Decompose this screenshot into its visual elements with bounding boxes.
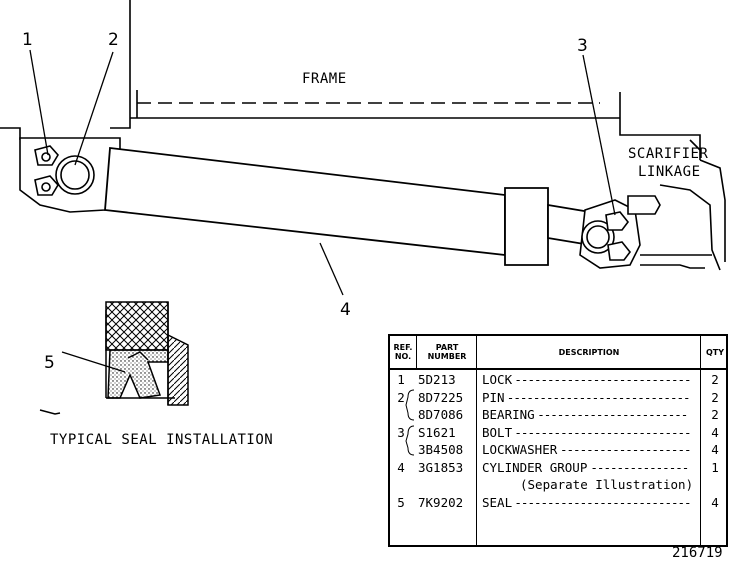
qty-cell: 4 — [711, 442, 719, 457]
header-description: DESCRIPTION — [558, 347, 620, 357]
cylinder-barrel — [104, 146, 591, 266]
description-cell: CYLINDER GROUP — [482, 459, 588, 475]
col-divider — [416, 336, 417, 368]
header-qty: QTY — [705, 347, 725, 357]
part-number-cell: 3B4508 — [418, 442, 464, 457]
ref-no-cell: 3 — [397, 424, 405, 440]
table-header: REF. NO. PART NUMBER DESCRIPTION QTY — [390, 336, 726, 370]
description-cell: BEARING — [482, 407, 535, 422]
table-row: (Separate Illustration) — [390, 477, 726, 494]
seal-detail — [39, 301, 189, 415]
leader-dots: --------------------------- — [514, 372, 691, 387]
right-clevis — [579, 199, 641, 269]
leader-dots: ---------------------------- — [506, 389, 691, 405]
table-row: 8D7086 BEARING----------------------- 2 — [390, 407, 726, 424]
table-row: 4 3G1853 CYLINDER GROUP--------------- 1 — [390, 460, 726, 477]
callout-2: 2 — [108, 30, 119, 50]
scarifier-label-line1: SCARIFIER — [628, 146, 709, 162]
part-number-cell: S1621 — [418, 424, 456, 440]
qty-cell: 1 — [711, 459, 719, 475]
frame-structure — [0, 0, 701, 160]
leader-dots: --------------------------- — [514, 494, 691, 510]
description-cell: SEAL — [482, 494, 513, 510]
part-number-cell: 3G1853 — [418, 459, 464, 475]
frame-label: FRAME — [302, 71, 347, 87]
qty-cell: 2 — [711, 372, 719, 387]
ref-no-cell: 1 — [397, 372, 405, 387]
table-row: 3B4508 LOCKWASHER-------------------- 4 — [390, 442, 726, 459]
table-row: 3 S1621 BOLT--------------------------- 4 — [390, 425, 726, 442]
leader-dots: -------------------- — [560, 442, 692, 457]
callout-5: 5 — [44, 353, 55, 373]
description-cell: LOCKWASHER — [482, 442, 558, 457]
ref-no-cell: 4 — [397, 459, 405, 475]
description-cell: PIN — [482, 389, 505, 405]
description-cell: BOLT — [482, 424, 513, 440]
qty-cell: 2 — [711, 407, 719, 422]
qty-cell: 2 — [711, 389, 719, 405]
description-cell: (Separate Illustration) — [520, 477, 694, 492]
callout-1: 1 — [22, 30, 33, 50]
scarifier-label-line2: LINKAGE — [638, 164, 701, 180]
ref-no-cell: 2 — [397, 389, 405, 405]
qty-cell: 4 — [711, 424, 719, 440]
part-number-cell: 5D213 — [418, 372, 456, 387]
table-row: 5 7K9202 SEAL--------------------------- 4 — [390, 495, 726, 512]
scarifier-linkage — [627, 159, 726, 271]
ref-brackets — [405, 389, 415, 456]
qty-cell: 4 — [711, 494, 719, 510]
description-cell: LOCK — [482, 372, 513, 387]
part-number-cell: 8D7086 — [418, 407, 464, 422]
table-row: 1 5D213 LOCK--------------------------- 2 — [390, 372, 726, 389]
leader-dots: --------------- — [590, 459, 689, 475]
col-divider — [700, 336, 701, 545]
leader-dots: --------------------------- — [514, 424, 691, 440]
left-clevis — [19, 137, 121, 213]
figure-number: 216719 — [672, 545, 723, 561]
ref-no-cell: 5 — [397, 494, 405, 510]
part-number-cell: 8D7225 — [418, 389, 464, 405]
leader-dots: ----------------------- — [537, 407, 688, 422]
col-divider — [476, 336, 477, 545]
table-row: 2 8D7225 PIN---------------------------- 2 — [390, 390, 726, 407]
header-part-number: PART NUMBER — [427, 343, 467, 361]
callout-4: 4 — [340, 300, 351, 320]
header-ref-no: REF. NO. — [393, 343, 413, 361]
part-number-cell: 7K9202 — [418, 494, 464, 510]
seal-caption: TYPICAL SEAL INSTALLATION — [50, 432, 274, 448]
callout-3: 3 — [577, 36, 588, 56]
